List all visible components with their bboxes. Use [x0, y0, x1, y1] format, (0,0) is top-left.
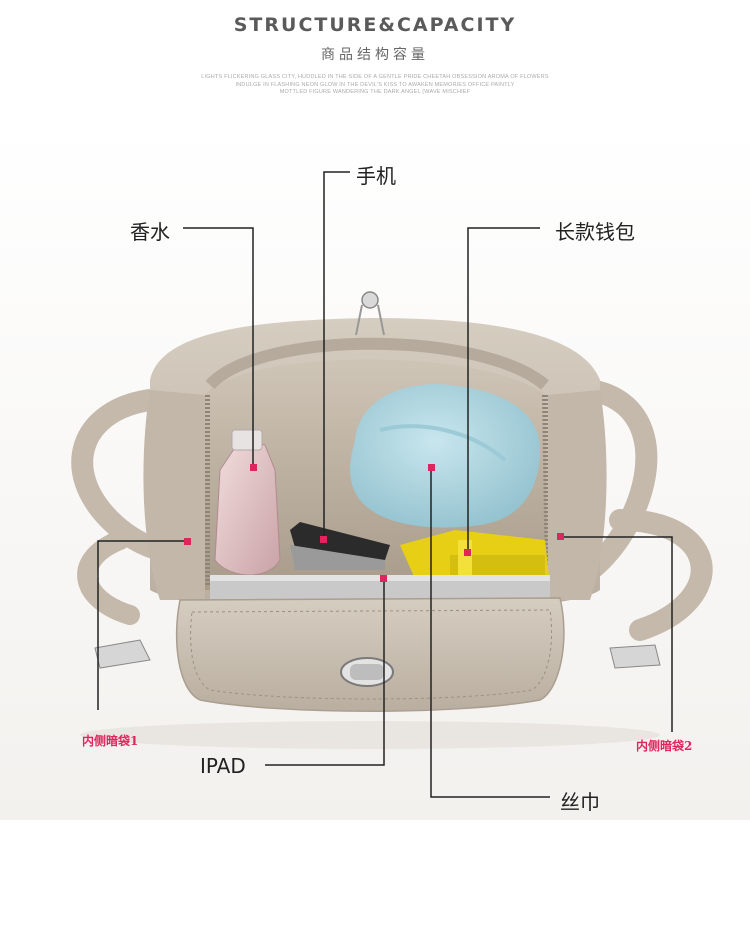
- title-cn: 商品结构容量: [321, 47, 429, 63]
- label-wallet: 长款钱包: [555, 220, 635, 244]
- title-en: STRUCTURE&CAPACITY: [233, 14, 517, 36]
- label-inner-pocket-2: 内侧暗袋2: [636, 739, 693, 753]
- bag-photo: [0, 120, 750, 820]
- label-perfume: 香水: [130, 220, 170, 244]
- tagline-line: LIGHTS FLICKERING GLASS CITY, HUDDLED IN…: [201, 74, 549, 80]
- tagline-line: INDULGE IN FLASHING NEON GLOW IN THE DEV…: [235, 81, 515, 88]
- label-scarf: 丝巾: [560, 790, 600, 814]
- label-phone: 手机: [356, 164, 396, 188]
- header: STRUCTURE&CAPACITY 商品结构容量 LIGHTS FLICKER…: [0, 0, 750, 110]
- label-inner-pocket-1: 内侧暗袋1: [82, 734, 139, 748]
- label-ipad: IPAD: [200, 754, 246, 778]
- tagline-line: MOTTLED FIGURE WANDERING THE DARK ANGEL …: [279, 89, 471, 95]
- tagline: LIGHTS FLICKERING GLASS CITY, HUDDLED IN…: [0, 74, 750, 97]
